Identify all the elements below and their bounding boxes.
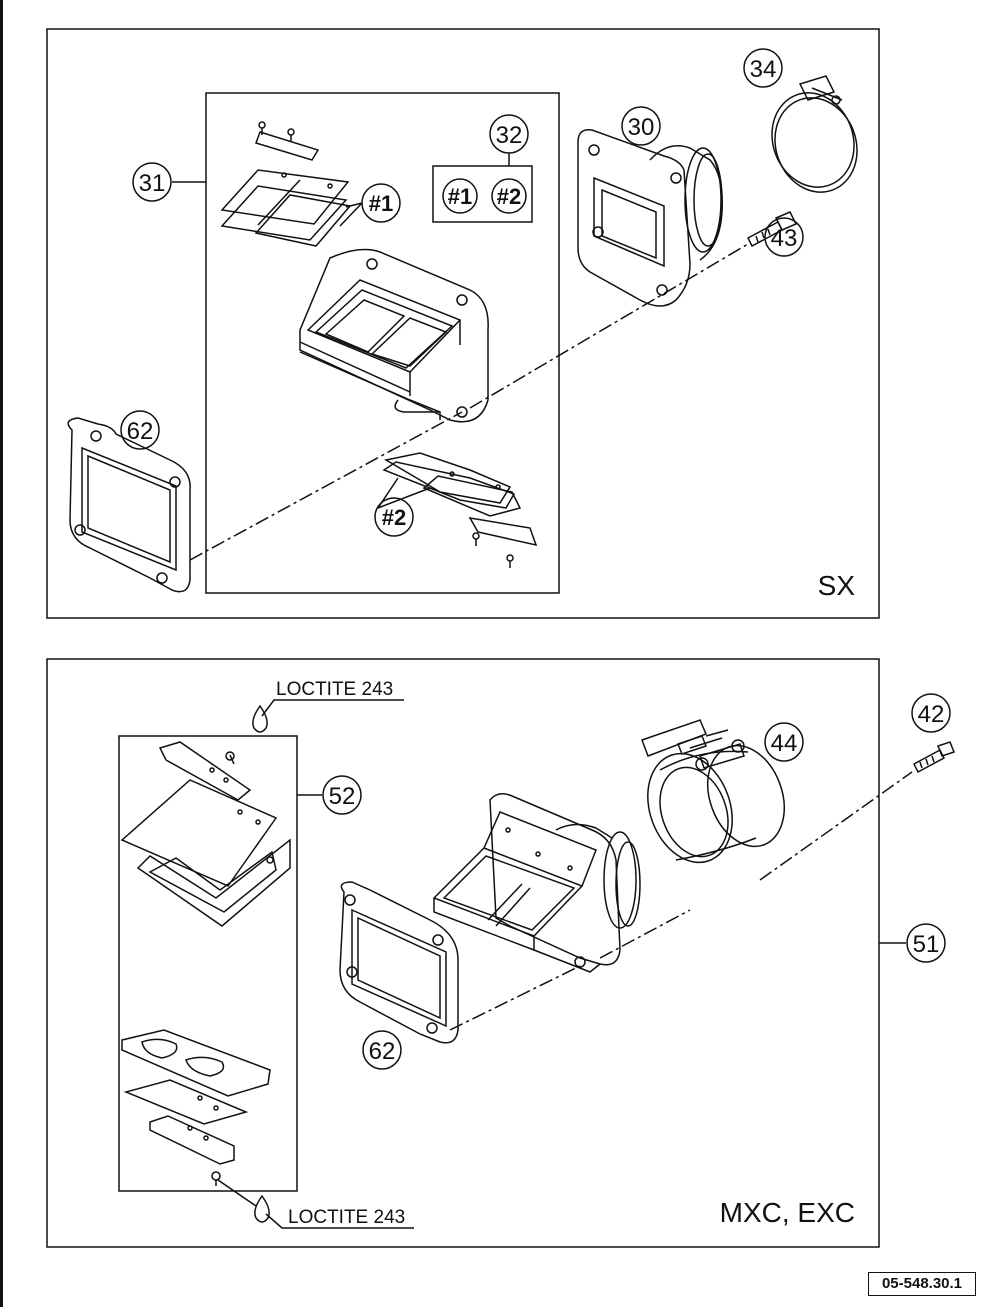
reed-kit-52-upper <box>120 741 291 927</box>
callout-51-circle <box>906 923 946 963</box>
screw-42 <box>913 741 955 774</box>
callout-42: 42 <box>918 701 945 728</box>
sx-callout-labels: 34 30 32 #1 #2 31 #1 43 62 #2 SX <box>127 56 856 601</box>
loctite-top-leader <box>261 699 404 717</box>
callout-petal-2: #2 <box>382 505 406 530</box>
callout-32b-circle <box>491 178 527 214</box>
reed-valve-assembly-frame <box>205 92 560 594</box>
mxc-panel-frame <box>46 658 880 1248</box>
hose-clamp-34 <box>771 75 858 193</box>
callout-51: 51 <box>913 931 940 958</box>
loctite-drop-top-icon <box>252 704 268 733</box>
callout-30-circle <box>621 106 661 146</box>
callout-2-circle <box>374 497 414 537</box>
callout-44-circle <box>764 722 804 762</box>
reference-code: 05-548.30.1 <box>868 1272 976 1296</box>
callout-31-circle <box>132 162 172 202</box>
callout-petal-1: #1 <box>369 191 393 216</box>
variant-label-sx: SX <box>818 570 856 601</box>
intake-flange-30 <box>577 129 723 307</box>
callout-1-circle <box>361 183 401 223</box>
callout-52-circle <box>322 775 362 815</box>
callout-44: 44 <box>771 730 798 757</box>
callout-62-mxc: 62 <box>369 1038 396 1065</box>
callout-31: 31 <box>139 170 166 197</box>
mxc-panel <box>46 658 955 1248</box>
callout-32-circle <box>489 114 529 154</box>
leader-2 <box>377 477 431 509</box>
mxc-callout-labels: 42 44 52 51 62 LOCTITE 243 LOCTITE 243 M… <box>276 679 944 1228</box>
reed-petal-set-1 <box>220 121 352 247</box>
leader-1 <box>339 202 363 227</box>
gasket-62-sx <box>67 417 191 593</box>
callout-34-circle <box>743 48 783 88</box>
callout-42-circle <box>911 693 951 733</box>
callout-32a-circle <box>442 178 478 214</box>
callout-32-petal-1: #1 <box>448 184 472 209</box>
reed-petal-set-2 <box>382 452 538 568</box>
assembly-axis-mxc <box>449 771 913 1031</box>
callout-52: 52 <box>329 783 356 810</box>
loctite-note-top: LOCTITE 243 <box>276 679 393 700</box>
reed-valve-block <box>299 248 489 423</box>
gasket-62-mxc <box>339 881 459 1044</box>
page-left-rule <box>0 0 3 1307</box>
kit-32-box <box>432 165 533 223</box>
callout-43: 43 <box>771 225 798 252</box>
callout-62-sx-circle <box>120 410 160 450</box>
callout-34: 34 <box>750 56 777 83</box>
reed-kit-52-lower <box>121 1029 271 1186</box>
callout-32-petal-2: #2 <box>497 184 521 209</box>
callout-30: 30 <box>628 114 655 141</box>
reed-block-with-flange <box>432 793 641 973</box>
loctite-bottom-leader <box>265 1213 414 1229</box>
callout-62-mxc-circle <box>362 1030 402 1070</box>
variant-label-mxc-exc: MXC, EXC <box>720 1197 855 1228</box>
sx-panel-frame <box>46 28 880 619</box>
loctite-bottom-target <box>217 1179 257 1207</box>
loctite-note-bottom: LOCTITE 243 <box>288 1207 405 1228</box>
intake-boot-44 <box>641 719 785 864</box>
callout-43-circle <box>764 217 804 257</box>
callout-32: 32 <box>496 122 523 149</box>
assembly-axis-sx <box>189 243 749 561</box>
callout-62-sx: 62 <box>127 418 154 445</box>
loctite-drop-bottom-icon <box>254 1194 270 1223</box>
reed-kit-52-frame <box>118 735 298 1192</box>
sx-panel <box>46 28 880 619</box>
